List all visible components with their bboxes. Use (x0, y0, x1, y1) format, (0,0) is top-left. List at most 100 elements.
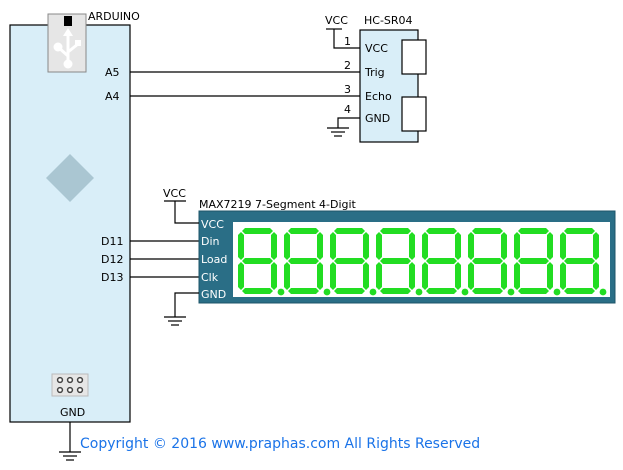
seg-a (380, 228, 411, 234)
mcu-chip (46, 154, 94, 202)
seg-b (317, 232, 323, 260)
display-title: MAX7219 7-Segment 4-Digit (199, 198, 357, 211)
arduino-pin-d12: D12 (101, 253, 123, 266)
digit-1 (238, 228, 285, 296)
seg-g (380, 258, 411, 264)
seg-d (380, 288, 411, 294)
seg-e (330, 262, 336, 290)
sensor-ground-symbol (327, 117, 360, 137)
sensor-pin-number-3: 3 (344, 83, 351, 96)
arduino-ground-symbol (59, 422, 81, 461)
digit-7 (514, 228, 561, 296)
seg-a (242, 228, 273, 234)
seg-a (564, 228, 595, 234)
seg-d (426, 288, 457, 294)
seg-g (334, 258, 365, 264)
arduino-pin-d11: D11 (101, 235, 123, 248)
sensor-pin-number-1: 1 (344, 35, 351, 48)
seg-e (514, 262, 520, 290)
decimal-point (369, 288, 377, 296)
arduino-board (9, 24, 131, 423)
sensor-vcc-label: VCC (325, 14, 348, 27)
seg-f (422, 232, 428, 260)
seg-f (284, 232, 290, 260)
seg-d (564, 288, 595, 294)
sensor-pin-trig: Trig (364, 66, 385, 79)
seg-b (593, 232, 599, 260)
sensor-pin-echo: Echo (365, 90, 392, 103)
seg-g (518, 258, 549, 264)
seg-d (472, 288, 503, 294)
arduino-pin-gnd: GND (60, 406, 85, 419)
seg-c (501, 262, 507, 290)
seg-g (288, 258, 319, 264)
seg-f (376, 232, 382, 260)
seg-b (501, 232, 507, 260)
seg-c (317, 262, 323, 290)
arduino-pin-a4: A4 (105, 90, 120, 103)
seg-a (472, 228, 503, 234)
seg-a (426, 228, 457, 234)
sensor-pin-number-2: 2 (344, 59, 351, 72)
sensor-vcc-supply (326, 28, 360, 49)
seg-e (468, 262, 474, 290)
digit-8 (560, 228, 607, 296)
seg-b (271, 232, 277, 260)
display-vcc-supply (164, 200, 199, 224)
display-pin-din: Din (201, 235, 220, 248)
seg-e (422, 262, 428, 290)
sensor-pin-gnd: GND (365, 112, 390, 125)
transducer-1 (401, 39, 427, 75)
seg-c (593, 262, 599, 290)
usb-port (64, 16, 72, 26)
usb-icon (53, 28, 81, 69)
seg-c (271, 262, 277, 290)
seg-b (455, 232, 461, 260)
seg-a (334, 228, 365, 234)
digit-3 (330, 228, 377, 296)
decimal-point (599, 288, 607, 296)
arduino-pin-a5: A5 (105, 66, 120, 79)
copyright-notice: Copyright © 2016 www.praphas.com All Rig… (80, 436, 480, 452)
seven-segment-digits (238, 228, 607, 296)
seg-b (547, 232, 553, 260)
display-pin-vcc: VCC (201, 218, 224, 231)
seg-f (330, 232, 336, 260)
decimal-point (553, 288, 561, 296)
seg-c (547, 262, 553, 290)
seg-e (376, 262, 382, 290)
seg-g (564, 258, 595, 264)
seg-g (242, 258, 273, 264)
seg-c (409, 262, 415, 290)
seg-g (472, 258, 503, 264)
display-vcc-label: VCC (163, 187, 186, 200)
seg-d (288, 288, 319, 294)
sensor-pin-number-4: 4 (344, 103, 351, 116)
seg-f (238, 232, 244, 260)
decimal-point (507, 288, 515, 296)
display-ground-symbol (164, 292, 199, 326)
hc-sr04-title: HC-SR04 (364, 14, 413, 27)
transducer-2 (401, 96, 427, 132)
digit-4 (376, 228, 423, 296)
seg-d (518, 288, 549, 294)
seg-e (560, 262, 566, 290)
decimal-point (323, 288, 331, 296)
seg-f (560, 232, 566, 260)
seg-g (426, 258, 457, 264)
display-pin-gnd: GND (201, 288, 226, 301)
display-pin-clk: Clk (201, 271, 219, 284)
seg-e (284, 262, 290, 290)
seg-b (363, 232, 369, 260)
seg-d (334, 288, 365, 294)
seg-f (514, 232, 520, 260)
digit-6 (468, 228, 515, 296)
arduino-title: ARDUINO (88, 10, 140, 23)
seg-a (288, 228, 319, 234)
seg-a (518, 228, 549, 234)
decimal-point (277, 288, 285, 296)
sensor-pin-vcc: VCC (365, 42, 388, 55)
seg-b (409, 232, 415, 260)
